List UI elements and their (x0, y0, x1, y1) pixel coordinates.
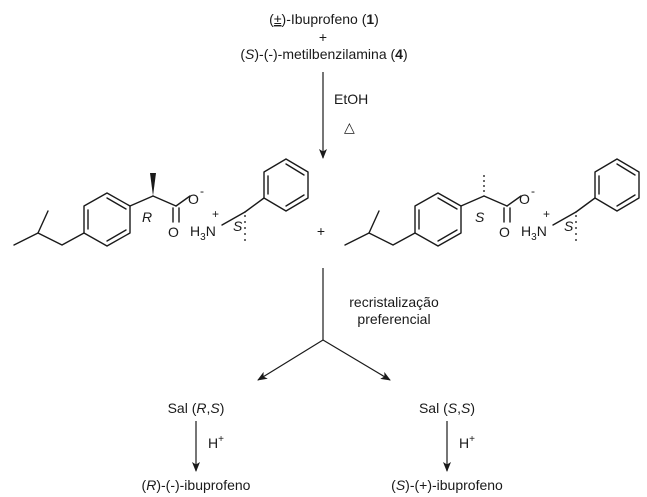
salt-ss-label: Sal (S,S) (419, 400, 475, 416)
acid-reagent-right: H+ (459, 434, 475, 451)
left-carbonyl-o: O (168, 224, 179, 240)
right-carbonyl-o: O (499, 224, 510, 240)
left-amine-stereo-s: S (233, 218, 243, 234)
left-stereo-r: R (142, 209, 152, 225)
preferential-label: preferencial (357, 311, 430, 327)
right-stereo-s: S (475, 209, 485, 225)
right-ammonium-charge: + (543, 207, 550, 221)
salts-plus: + (317, 223, 325, 239)
left-charge: - (200, 184, 204, 198)
salt-rs-label: Sal (R,S) (168, 400, 225, 416)
salt-left-structure (13, 158, 309, 247)
product-s-ibuprofen: (S)-(+)-ibuprofeno (391, 477, 503, 493)
solvent-label: EtOH (334, 91, 368, 107)
reactant-amine: (S)-(-)-metilbenzilamina (4) (240, 46, 407, 62)
left-carboxylate-o: O (188, 191, 199, 207)
right-carboxylate-o: O (519, 191, 530, 207)
split-arrow-left (257, 339, 324, 381)
split-arrow-right (322, 339, 391, 381)
product-r-ibuprofen: (R)-(-)-ibuprofeno (142, 477, 251, 493)
reactant-plus: + (319, 29, 327, 45)
right-amine-stereo-s: S (564, 218, 574, 234)
salt-right-structure (344, 158, 640, 247)
reactant-ibuprofen: (±)-Ibuprofeno (1) (269, 11, 379, 27)
right-charge: - (531, 184, 535, 198)
right-ammonium: H3N (521, 223, 547, 243)
left-ammonium: H3N (190, 223, 216, 243)
acid-reagent-left: H+ (208, 434, 224, 451)
heat-symbol: △ (344, 119, 355, 135)
left-ammonium-charge: + (212, 207, 219, 221)
recrystallization-label: recristalização (349, 294, 439, 310)
